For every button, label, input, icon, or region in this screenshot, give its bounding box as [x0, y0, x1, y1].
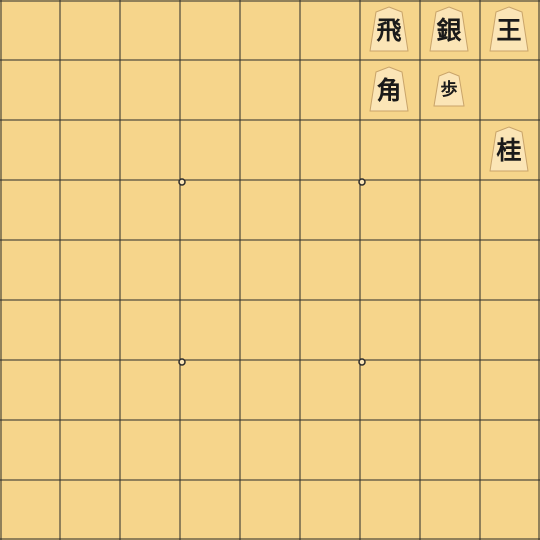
- piece-knight-label: 桂: [496, 136, 522, 165]
- piece-pawn-shape: [433, 71, 465, 107]
- piece-silver[interactable]: 銀: [429, 6, 469, 52]
- piece-silver-label: 銀: [436, 16, 462, 45]
- star-point: [178, 178, 186, 186]
- piece-king[interactable]: 王: [489, 6, 529, 52]
- piece-pawn[interactable]: 歩: [433, 71, 465, 107]
- star-point: [358, 358, 366, 366]
- star-point: [358, 178, 366, 186]
- piece-rook[interactable]: 飛: [369, 6, 409, 52]
- piece-knight[interactable]: 桂: [489, 126, 529, 172]
- piece-rook-label: 飛: [376, 16, 402, 45]
- star-point: [178, 358, 186, 366]
- piece-king-label: 王: [496, 16, 522, 45]
- piece-rook-shape: [369, 6, 409, 52]
- piece-silver-shape: [429, 6, 469, 52]
- piece-knight-shape: [489, 126, 529, 172]
- piece-bishop-label: 角: [376, 76, 402, 105]
- piece-bishop-shape: [369, 66, 409, 112]
- piece-pawn-label: 歩: [440, 80, 458, 100]
- piece-bishop[interactable]: 角: [369, 66, 409, 112]
- piece-king-shape: [489, 6, 529, 52]
